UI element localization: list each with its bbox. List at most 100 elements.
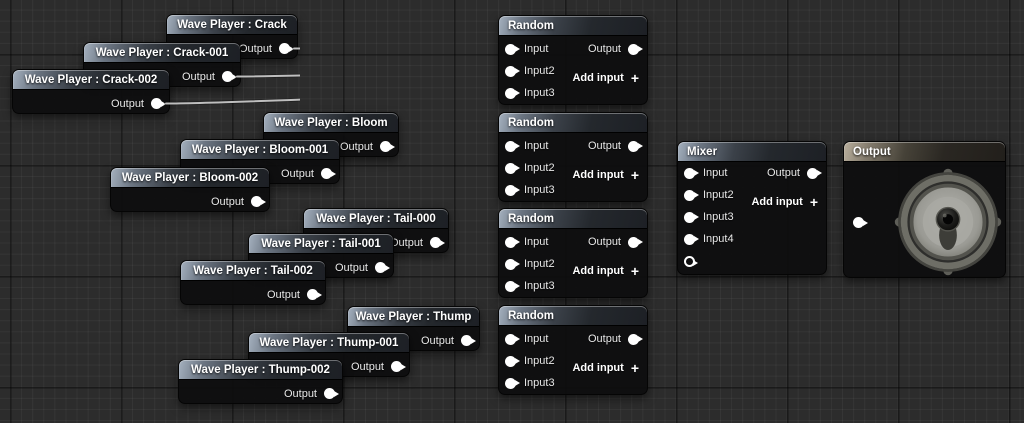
pin-label: Input3 [524,184,555,196]
node-title: Random [508,116,554,129]
output-pin[interactable] [151,98,166,109]
node-header[interactable]: Wave Player : Thump-001 [249,333,409,353]
node-title: Wave Player : Crack [177,18,287,31]
input-pin[interactable] [505,355,520,367]
output-pin[interactable] [391,361,406,372]
add-input-button[interactable]: Add input+ [572,360,639,376]
node-title: Wave Player : Crack-001 [95,46,229,59]
input-pin[interactable] [505,162,520,174]
output-pin[interactable] [321,168,336,179]
node-header[interactable]: Mixer [678,142,826,162]
input-pin[interactable] [505,377,520,389]
output-pin[interactable] [461,335,476,346]
output-pin[interactable] [279,43,294,54]
node-title: Random [508,212,554,225]
node-output[interactable]: Output [843,141,1006,278]
input-pin[interactable] [505,333,520,345]
input-pin[interactable] [505,236,520,248]
wire[interactable] [236,71,300,78]
node-header[interactable]: Wave Player : Crack-001 [84,43,240,63]
input-pin[interactable] [505,43,520,55]
output-pin[interactable] [380,141,395,152]
input-pin[interactable] [505,87,520,99]
input-pin[interactable] [505,280,520,292]
pin-label: Input2 [703,189,734,201]
node-header[interactable]: Random [499,113,647,133]
input-pin[interactable] [684,233,699,245]
input-pin[interactable] [505,258,520,270]
plus-icon: + [630,70,639,86]
pin-label: Output [181,70,215,83]
speaker-icon [894,168,1002,276]
node-wave-player-thump-002[interactable]: Wave Player : Thump-002 Output [178,359,343,404]
add-input-button[interactable]: Add input+ [572,167,639,183]
output-pin[interactable] [628,140,643,152]
node-header[interactable]: Output [844,142,1005,162]
input-pin[interactable] [505,140,520,152]
pin-label: Input [703,167,728,179]
wire[interactable] [165,93,300,105]
pin-label: Input2 [524,258,555,270]
output-pin[interactable] [807,167,822,179]
node-header[interactable]: Random [499,16,647,36]
add-input-button[interactable]: Add input+ [572,70,639,86]
node-header[interactable]: Random [499,306,647,326]
input-pin[interactable] [684,167,699,179]
node-random-2[interactable]: Random Input Input2 Input3 Output Add in… [498,112,648,202]
node-header[interactable]: Wave Player : Tail-000 [304,209,448,229]
node-wave-player-tail-002[interactable]: Wave Player : Tail-002 Output [180,260,326,305]
node-header[interactable]: Wave Player : Thump [348,307,479,327]
pin-label: Output [110,97,144,110]
pin-label: Output [283,387,317,400]
node-header[interactable]: Random [499,209,647,229]
output-pin[interactable] [307,289,322,300]
pin-label: Input [524,43,549,55]
output-pin[interactable] [222,71,237,82]
node-mixer[interactable]: Mixer Input Input2 Input3 Input4 Output … [677,141,827,275]
node-title: Wave Player : Tail-002 [193,264,313,277]
node-header[interactable]: Wave Player : Crack [167,15,297,35]
output-pin[interactable] [324,388,339,399]
output-pin[interactable] [628,236,643,248]
pin-label: Input3 [703,211,734,223]
node-wave-player-bloom-002[interactable]: Wave Player : Bloom-002 Output [110,167,270,212]
input-pin[interactable] [684,211,699,223]
output-pin[interactable] [430,237,445,248]
pin-label: Output [587,43,621,55]
node-random-3[interactable]: Random Input Input2 Input3 Output Add in… [498,208,648,298]
node-random-1[interactable]: Random Input Input2 Input3 Output Add in… [498,15,648,105]
unconnected-input-pin[interactable] [684,255,698,267]
input-pin[interactable] [684,189,699,201]
node-random-4[interactable]: Random Input Input2 Input3 Output Add in… [498,305,648,395]
plus-icon: + [630,263,639,279]
pin-label: Output [238,42,272,55]
output-pin[interactable] [628,43,643,55]
pin-label: Output [420,334,454,347]
node-header[interactable]: Wave Player : Bloom-001 [181,140,339,160]
input-pin[interactable] [505,65,520,77]
node-wave-player-crack-002[interactable]: Wave Player : Crack-002 Output [12,69,170,114]
node-title: Random [508,19,554,32]
add-input-button[interactable]: Add input+ [572,263,639,279]
output-pin[interactable] [628,333,643,345]
node-header[interactable]: Wave Player : Bloom-002 [111,168,269,188]
node-header[interactable]: Wave Player : Thump-002 [179,360,342,380]
pin-label: Output [766,167,800,179]
node-header[interactable]: Wave Player : Crack-002 [13,70,169,90]
add-input-button[interactable]: Add input+ [751,194,818,210]
node-header[interactable]: Wave Player : Tail-001 [249,234,393,254]
pin-label: Output [280,167,314,180]
pin-label: Output [350,360,384,373]
node-header[interactable]: Wave Player : Tail-002 [181,261,325,281]
pin-label: Input [524,140,549,152]
input-pin[interactable] [853,217,868,228]
input-pin[interactable] [505,184,520,196]
node-header[interactable]: Wave Player : Bloom [264,113,398,133]
node-title: Output [853,145,891,158]
output-pin[interactable] [375,262,390,273]
pin-label: Input3 [524,87,555,99]
output-pin[interactable] [251,196,266,207]
node-title: Wave Player : Tail-001 [261,237,381,250]
node-title: Wave Player : Bloom-001 [191,143,329,156]
